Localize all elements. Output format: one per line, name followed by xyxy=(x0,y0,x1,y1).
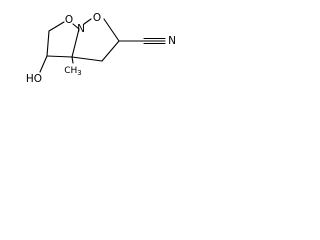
bond-n-to-o-right xyxy=(83,18,92,25)
bond-c-left-top-to-c-oh xyxy=(46,30,50,57)
atom-label-hydroxyl: HO xyxy=(26,73,42,85)
molecule-structure: O N O HO CH3 N xyxy=(26,12,176,85)
bond-c-junction-to-n xyxy=(71,28,80,58)
bond-n-to-o-left xyxy=(72,23,80,30)
bond-c-cn-to-ch2 xyxy=(101,40,120,62)
methyl-symbol: CH xyxy=(64,66,77,76)
methyl-subscript: 3 xyxy=(77,69,81,77)
atom-label-nitrogen-bridge: N xyxy=(77,23,85,35)
bond-o-left-to-c-left-top xyxy=(48,21,65,32)
bond-c-oh-to-c-junction xyxy=(46,55,73,58)
bond-o-right-to-c-cn xyxy=(103,18,120,42)
atom-label-methyl: CH3 xyxy=(64,66,82,77)
bond-ch2-to-c-junction xyxy=(71,56,103,62)
bond-c-junction-to-methyl xyxy=(71,56,74,64)
atom-label-oxygen-right: O xyxy=(93,12,101,24)
bond-lines xyxy=(39,18,166,73)
atom-labels: O N O HO CH3 N xyxy=(26,12,176,85)
bond-c-oh-to-hydroxyl xyxy=(39,55,48,73)
atom-label-nitrile-nitrogen: N xyxy=(168,35,176,47)
atom-label-oxygen-left: O xyxy=(65,14,73,26)
